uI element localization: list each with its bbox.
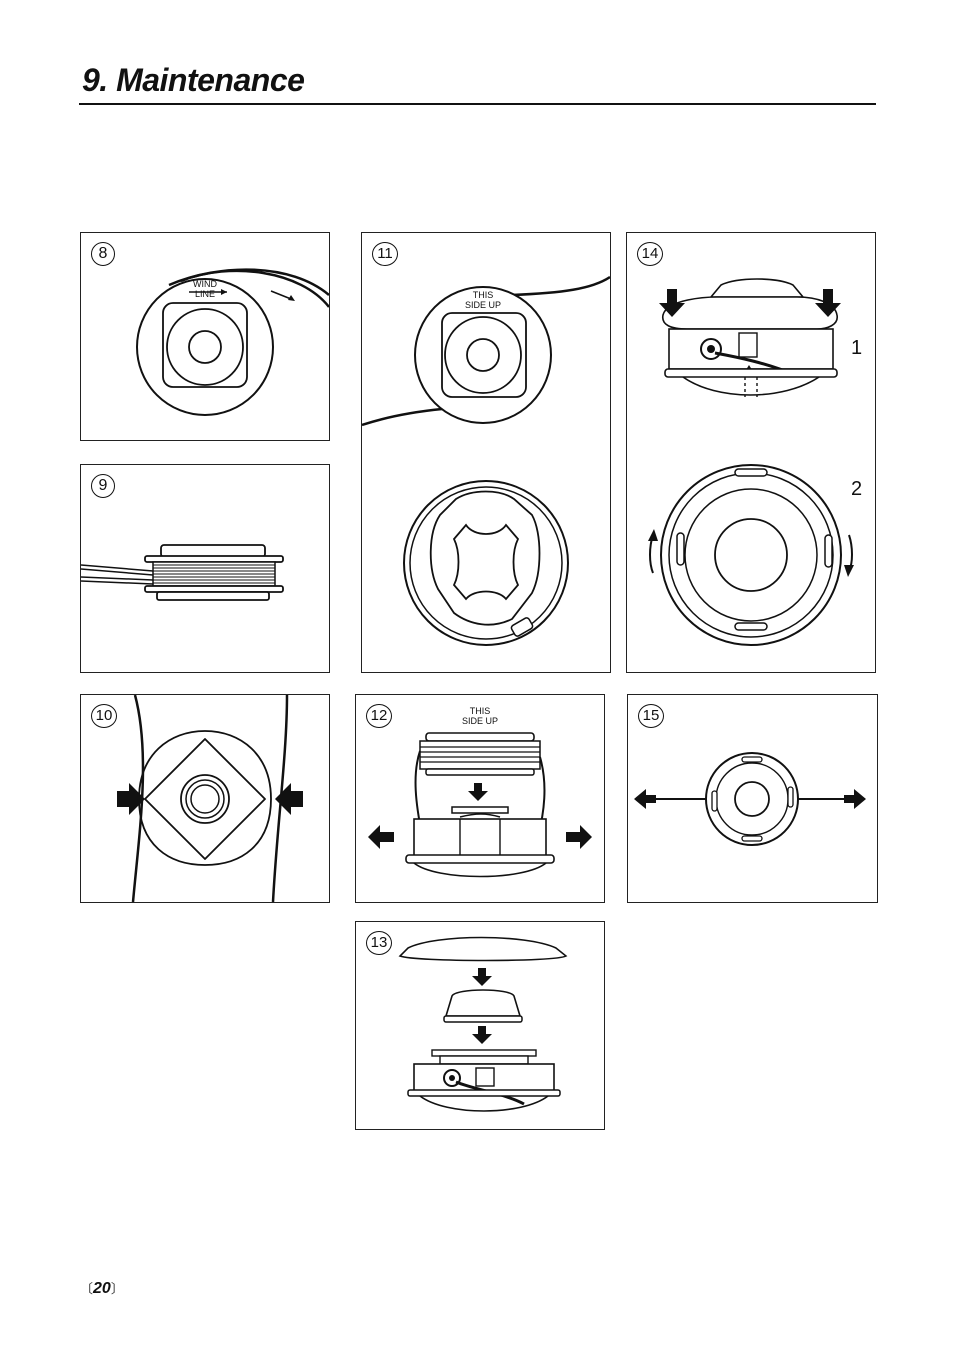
panel-step-11: 11 THIS SIDE UP	[361, 232, 611, 673]
wound-spool-side-illustration	[81, 544, 284, 601]
panel-step-8: 8 WIND LINE	[80, 232, 330, 441]
this-side-up-line1: THIS	[469, 706, 491, 716]
spool-install-illustration	[362, 275, 610, 646]
step-number-13: 13	[366, 931, 392, 955]
spool-wind-line-illustration	[136, 268, 329, 416]
step-number-9: 9	[91, 474, 115, 498]
step-number-15: 15	[638, 704, 664, 728]
panel-step-9: 9	[80, 464, 330, 673]
pull-line-out-illustration	[634, 752, 866, 846]
cover-assembly-illustration	[398, 936, 568, 1112]
page-number: 〔20〕	[80, 1278, 124, 1298]
wind-line-label-line1: WIND	[193, 279, 217, 289]
panel-step-13: 13	[355, 921, 605, 1130]
page-bracket-right: 〕	[110, 1281, 124, 1296]
panel-step-14: 14 1 2	[626, 232, 876, 673]
step-number-8: 8	[91, 242, 115, 266]
panel-step-12: 12 THIS SIDE UP	[355, 694, 605, 903]
page-number-value: 20	[93, 1280, 111, 1297]
cover-lock-illustration	[648, 278, 854, 646]
step-number-14: 14	[637, 242, 663, 266]
panel-step-10: 10	[80, 694, 330, 903]
sub-step-1: 1	[851, 337, 863, 359]
this-side-up-line1: THIS	[472, 290, 494, 300]
wind-line-label: WIND LINE	[185, 279, 225, 299]
spool-squeeze-illustration	[117, 695, 303, 902]
sub-step-2: 2	[851, 478, 863, 500]
this-side-up-label: THIS SIDE UP	[450, 706, 510, 726]
spool-into-housing-illustration	[368, 732, 592, 878]
panel-step-15: 15	[627, 694, 878, 903]
this-side-up-line2: SIDE UP	[461, 716, 498, 726]
step-number-11: 11	[372, 242, 398, 266]
step-number-12: 12	[366, 704, 392, 728]
this-side-up-label: THIS SIDE UP	[453, 290, 513, 310]
this-side-up-line2: SIDE UP	[464, 300, 501, 310]
step-number-10: 10	[91, 704, 117, 728]
page-bracket-left: 〔	[80, 1281, 94, 1296]
wind-line-label-line2: LINE	[194, 289, 215, 299]
page-title: 9. Maintenance	[82, 62, 305, 98]
title-rule	[79, 103, 876, 105]
